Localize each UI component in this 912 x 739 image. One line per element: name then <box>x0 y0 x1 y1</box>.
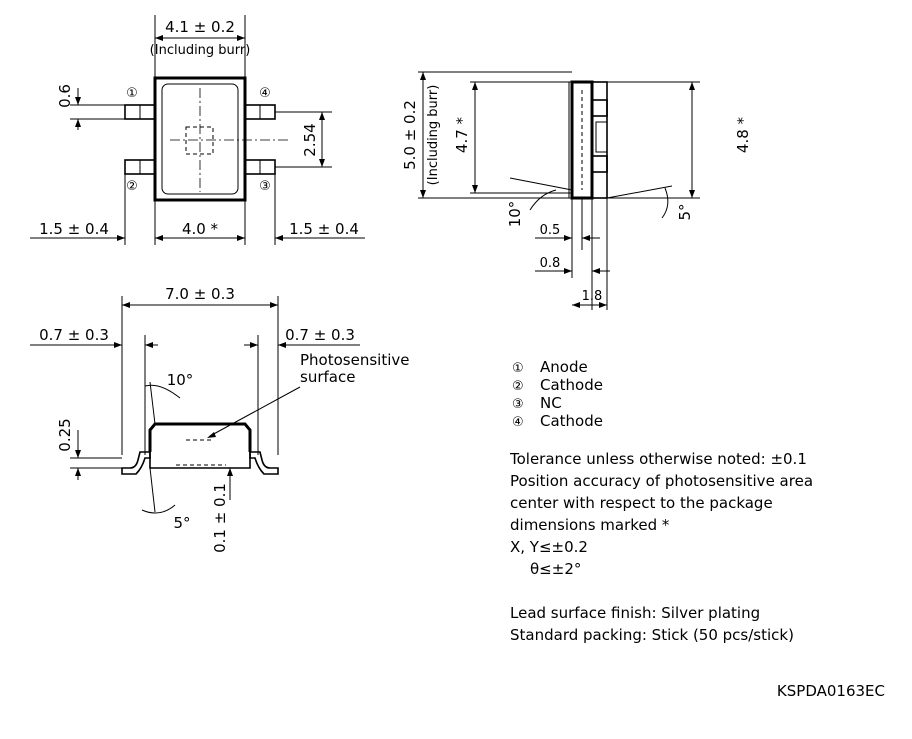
top-left-lead-label: 1.5 ± 0.4 <box>39 220 109 238</box>
note-xy: X, Y≤±0.2 <box>510 538 588 556</box>
note-tolerance: Tolerance unless otherwise noted: ±0.1 <box>509 450 807 468</box>
legend-num-4: ④ <box>512 415 524 430</box>
legend-label-4: Cathode <box>540 412 603 430</box>
side-inner-height-label: 4.7 * <box>453 116 471 153</box>
side-view: 5.0 ± 0.2 (Including burr) 4.7 * 4.8 * 1… <box>401 71 752 310</box>
top-lead-width-label: 0.6 <box>56 84 74 108</box>
photosensitive-label-line2: surface <box>300 368 355 386</box>
side-dim-05-label: 0.5 <box>540 223 561 238</box>
pin-2-marker: ② <box>126 179 138 194</box>
side-dim-18-label: 1.8 <box>582 289 603 304</box>
side-angle-right-label: 5° <box>676 203 694 220</box>
front-view: 7.0 ± 0.3 0.7 ± 0.3 0.7 ± 0.3 Photosensi… <box>30 285 409 553</box>
side-right-height-label: 4.8 * <box>734 116 752 153</box>
front-package-body <box>148 422 252 452</box>
pin-1-marker: ① <box>126 86 138 101</box>
front-overall-label: 7.0 ± 0.3 <box>165 285 235 303</box>
front-angle-top-label: 10° <box>167 371 194 389</box>
side-dim-08-label: 0.8 <box>540 256 561 271</box>
top-width-label: 4.1 ± 0.2 <box>165 18 235 36</box>
legend-num-2: ② <box>512 379 524 394</box>
front-right-lead <box>249 451 279 475</box>
pin-3-marker: ③ <box>259 179 271 194</box>
drawing-code: KSPDA0163EC <box>777 682 885 700</box>
front-lead-thickness-label: 0.25 <box>56 418 74 451</box>
side-height-note: (Including burr) <box>426 85 441 186</box>
note-position-1: Position accuracy of photosensitive area <box>510 472 813 490</box>
legend-num-1: ① <box>512 361 524 376</box>
note-position-2: center with respect to the package <box>510 494 773 512</box>
photosensitive-label-line1: Photosensitive <box>300 351 409 369</box>
pin-legend: ① Anode ② Cathode ③ NC ④ Cathode <box>512 358 603 430</box>
front-left-lead <box>121 451 151 475</box>
side-angle-left-label: 10° <box>506 201 524 228</box>
front-right-lead-label: 0.7 ± 0.3 <box>285 326 355 344</box>
legend-label-3: NC <box>540 394 562 412</box>
front-angle-bottom-label: 5° <box>173 514 190 532</box>
legend-label-1: Anode <box>540 358 588 376</box>
legend-label-2: Cathode <box>540 376 603 394</box>
top-view: 4.1 ± 0.2 (Including burr) ① ② ③ ④ 0.6 <box>30 15 365 245</box>
note-position-3: dimensions marked * <box>510 516 670 534</box>
top-photosensitive-area <box>185 126 214 155</box>
note-theta: θ≤±2° <box>530 560 581 578</box>
pin-4-marker: ④ <box>259 86 271 101</box>
note-packing: Standard packing: Stick (50 pcs/stick) <box>510 626 794 644</box>
note-finish: Lead surface finish: Silver plating <box>510 604 760 622</box>
top-body-width-label: 4.0 * <box>182 220 219 238</box>
top-package-body <box>153 76 247 202</box>
front-left-lead-label: 0.7 ± 0.3 <box>39 326 109 344</box>
top-pitch-label: 2.54 <box>301 123 319 156</box>
legend-num-3: ③ <box>512 397 524 412</box>
front-standoff-label: 0.1 ± 0.1 <box>211 483 229 553</box>
side-height-label: 5.0 ± 0.2 <box>401 100 419 170</box>
top-width-note: (Including burr) <box>150 43 251 58</box>
notes: Tolerance unless otherwise noted: ±0.1 P… <box>509 450 813 644</box>
top-right-lead-label: 1.5 ± 0.4 <box>289 220 359 238</box>
